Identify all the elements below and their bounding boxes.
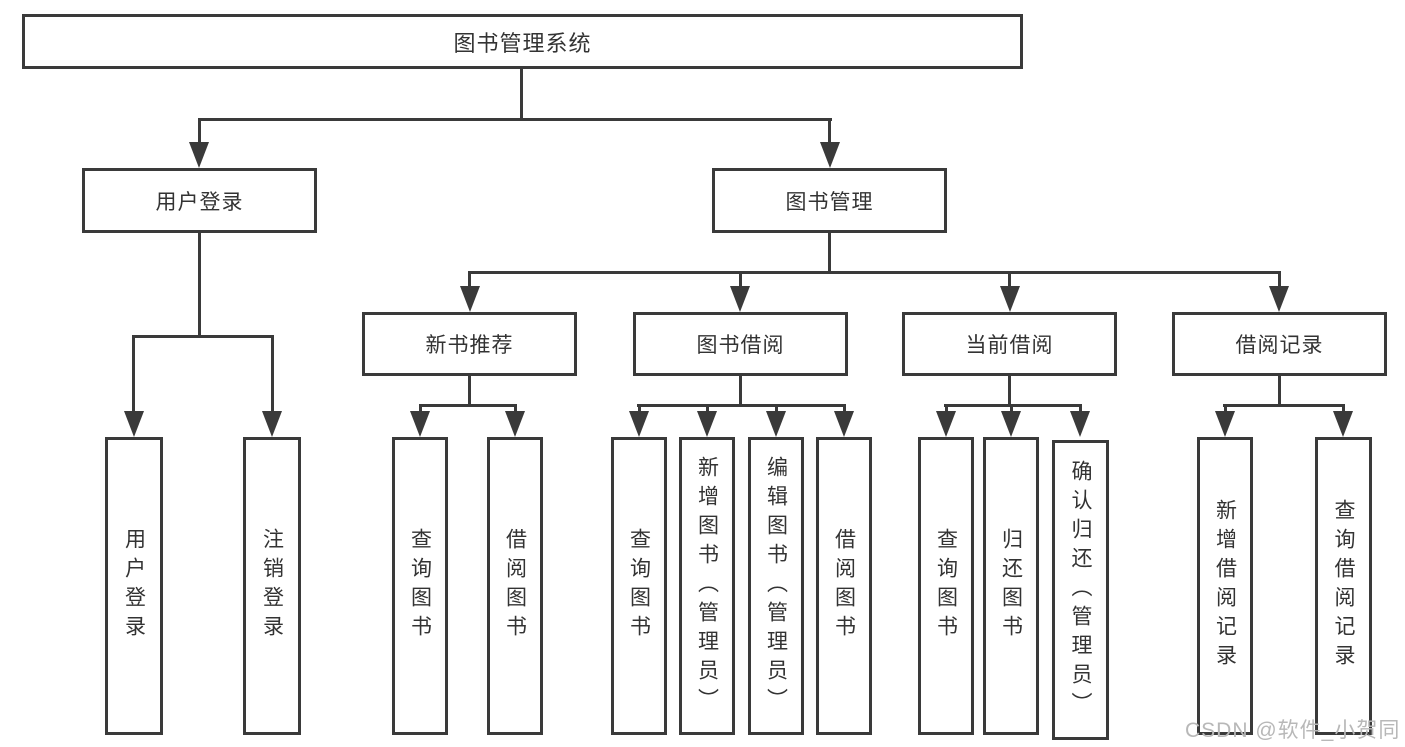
leaf-edit-books-admin: 编辑图书（管理员） xyxy=(748,437,804,735)
arrowhead-down-icon xyxy=(1215,411,1235,437)
connector-drop xyxy=(1278,271,1281,289)
connector-branch xyxy=(637,404,846,407)
connector-drop xyxy=(1010,404,1013,414)
arrowhead-down-icon xyxy=(936,411,956,437)
connector-root-stem xyxy=(520,69,523,118)
arrowhead-down-icon xyxy=(697,411,717,437)
connector-drop xyxy=(739,271,742,289)
connector-stem xyxy=(1278,376,1281,407)
leaf-query-books-recommend: 查询图书 xyxy=(392,437,448,735)
connector-drop xyxy=(1342,404,1345,414)
connector-branch xyxy=(419,404,517,407)
node-current-borrow: 当前借阅 xyxy=(902,312,1117,376)
connector-drop xyxy=(468,271,471,289)
connector-user-login-stem xyxy=(198,233,201,337)
connector-drop xyxy=(775,404,778,414)
connector-drop xyxy=(514,404,517,414)
leaf-add-books-admin: 新增图书（管理员） xyxy=(679,437,735,735)
connector-drop xyxy=(828,118,831,145)
arrowhead-down-icon xyxy=(629,411,649,437)
connector-branch xyxy=(1223,404,1345,407)
arrowhead-down-icon xyxy=(1333,411,1353,437)
arrowhead-down-icon xyxy=(410,411,430,437)
leaf-borrow-books: 借阅图书 xyxy=(816,437,872,735)
connector-user-login-branch xyxy=(133,335,274,338)
node-user-login: 用户登录 xyxy=(82,168,317,233)
connector-level1-branch xyxy=(198,118,832,121)
node-library-management-system: 图书管理系统 xyxy=(22,14,1023,69)
connector-stem xyxy=(468,376,471,407)
leaf-borrow-books-recommend: 借阅图书 xyxy=(487,437,543,735)
connector-drop xyxy=(1008,271,1011,289)
leaf-user-login: 用户登录 xyxy=(105,437,163,735)
leaf-add-borrow-record: 新增借阅记录 xyxy=(1197,437,1253,735)
connector-branch xyxy=(944,404,1082,407)
leaf-query-books-current: 查询图书 xyxy=(918,437,974,735)
connector-book-management-stem xyxy=(828,233,831,274)
node-new-book-recommend: 新书推荐 xyxy=(362,312,577,376)
arrowhead-down-icon xyxy=(189,142,209,168)
connector-drop xyxy=(706,404,709,414)
arrowhead-down-icon xyxy=(834,411,854,437)
leaf-logout: 注销登录 xyxy=(243,437,301,735)
connector-drop xyxy=(945,404,948,414)
arrowhead-down-icon xyxy=(505,411,525,437)
connector-drop xyxy=(1224,404,1227,414)
leaf-query-borrow-record: 查询借阅记录 xyxy=(1315,437,1372,735)
arrowhead-down-icon xyxy=(460,286,480,312)
connector-drop xyxy=(198,118,201,145)
arrowhead-down-icon xyxy=(1269,286,1289,312)
arrowhead-down-icon xyxy=(730,286,750,312)
csdn-watermark: CSDN @软件_小贺同学 xyxy=(1185,719,1401,742)
node-borrow-record: 借阅记录 xyxy=(1172,312,1387,376)
connector-drop xyxy=(638,404,641,414)
node-book-management: 图书管理 xyxy=(712,168,947,233)
connector-drop xyxy=(271,335,274,414)
node-book-borrow: 图书借阅 xyxy=(633,312,848,376)
leaf-query-books-borrow: 查询图书 xyxy=(611,437,667,735)
connector-stem xyxy=(1008,376,1011,407)
arrowhead-down-icon xyxy=(820,142,840,168)
leaf-return-books: 归还图书 xyxy=(983,437,1039,735)
arrowhead-down-icon xyxy=(1000,286,1020,312)
arrowhead-down-icon xyxy=(1070,411,1090,437)
connector-drop xyxy=(843,404,846,414)
arrowhead-down-icon xyxy=(766,411,786,437)
connector-stem xyxy=(739,376,742,407)
leaf-confirm-return-admin: 确认归还（管理员） xyxy=(1052,440,1109,740)
connector-level2-branch xyxy=(469,271,1281,274)
arrowhead-down-icon xyxy=(262,411,282,437)
arrowhead-down-icon xyxy=(124,411,144,437)
arrowhead-down-icon xyxy=(1001,411,1021,437)
connector-drop xyxy=(132,335,135,414)
connector-drop xyxy=(419,404,422,414)
connector-drop xyxy=(1079,404,1082,414)
